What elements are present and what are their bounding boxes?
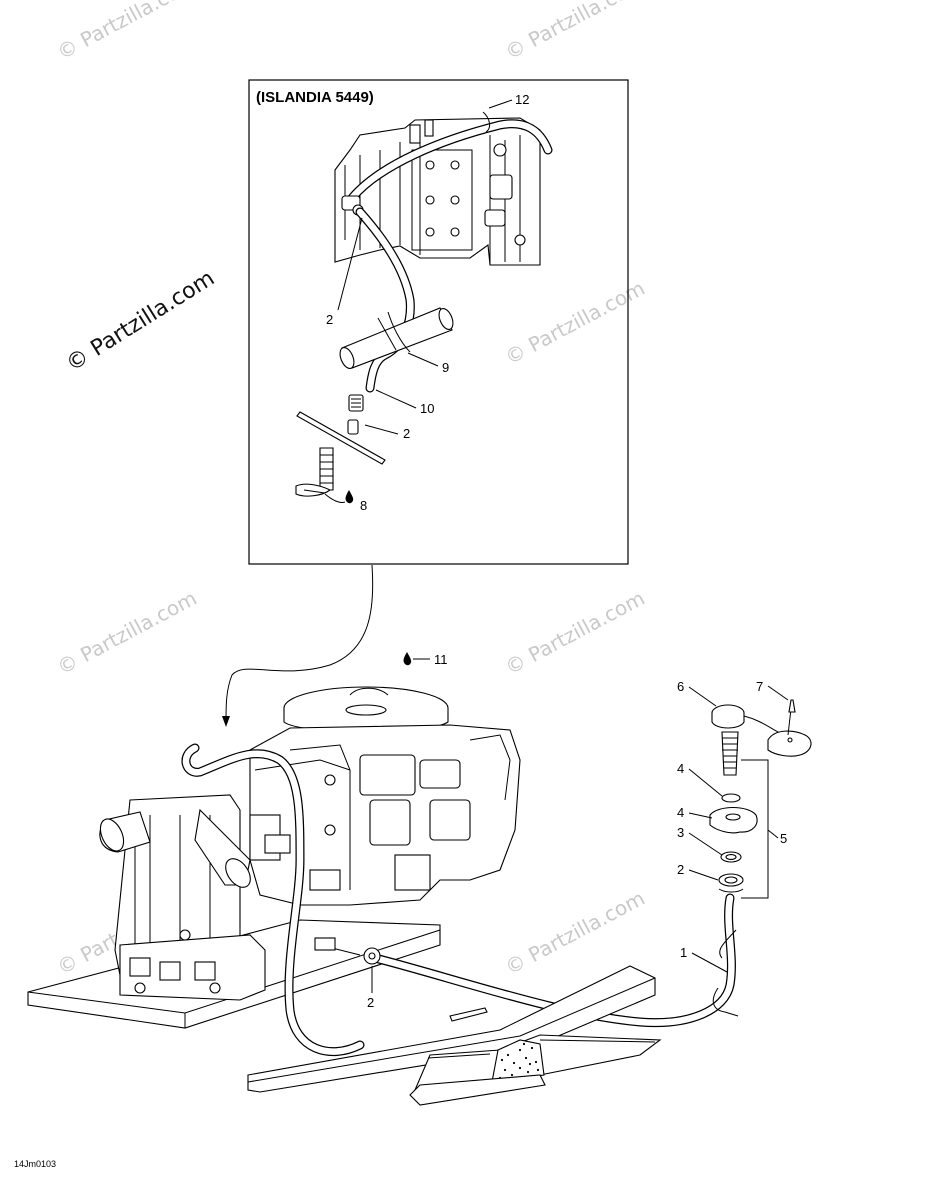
- callout-8: 8: [360, 498, 367, 513]
- callout-11: 11: [434, 652, 448, 667]
- callout-4-upper: 4: [677, 761, 684, 776]
- inset-leader-arrow: [222, 564, 374, 727]
- exhaust-manifold: [99, 794, 266, 1001]
- watermark-main: © Partzilla.com: [62, 266, 219, 377]
- hull-floor: [247, 965, 662, 1106]
- callout-12: 12: [515, 92, 529, 107]
- inset-callouts: 12 2 9 10 2 8: [324, 92, 529, 513]
- drain-hose-1: [314, 893, 739, 1028]
- callout-7: 7: [756, 679, 763, 694]
- callout-6: 6: [677, 679, 684, 694]
- callout-1: 1: [680, 945, 687, 960]
- watermark-tile: © Partzilla.com: [501, 276, 649, 370]
- main-engine: [249, 686, 521, 906]
- watermark-tile: © Partzilla.com: [53, 0, 201, 64]
- callout-5: 5: [780, 831, 787, 846]
- callout-2-inset-lower: 2: [403, 426, 410, 441]
- callout-2-inset-upper: 2: [326, 312, 333, 327]
- main-callouts: 11 6 7 4 4 3 5 2 1 2: [367, 652, 789, 1010]
- inset-hose-12: [347, 111, 553, 203]
- inset-frame: (ISLANDIA 5449): [248, 79, 629, 565]
- inset-drain-assembly: [295, 394, 386, 497]
- inset-engine-block: [334, 117, 541, 266]
- callout-9: 9: [442, 360, 449, 375]
- filler-assembly: [709, 699, 812, 899]
- callout-3: 3: [677, 825, 684, 840]
- drawing-code: 14Jm0103: [14, 1159, 56, 1169]
- callout-2-right: 2: [677, 862, 684, 877]
- watermark-tile: © Partzilla.com: [501, 0, 649, 64]
- main-hose: [181, 743, 365, 1057]
- watermark-tile: © Partzilla.com: [53, 586, 201, 680]
- callout-4-lower: 4: [677, 805, 684, 820]
- watermark-tile: © Partzilla.com: [501, 586, 649, 680]
- callout-10: 10: [420, 401, 434, 416]
- inset-title: (ISLANDIA 5449): [256, 89, 374, 106]
- inset-crossbar-tube: [339, 307, 454, 369]
- callout-2-bottom: 2: [367, 995, 374, 1010]
- watermark-tile: © Partzilla.com: [501, 886, 649, 980]
